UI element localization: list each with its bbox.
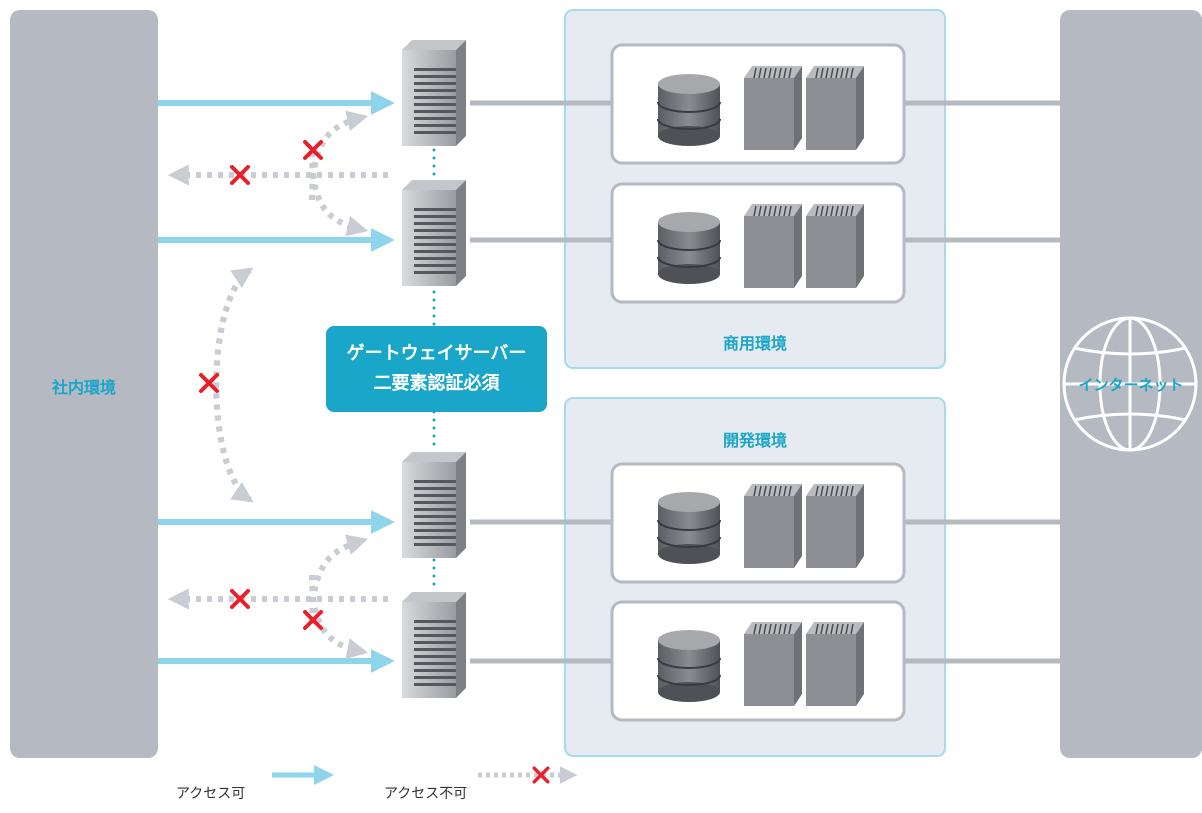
connection-lines [470,100,1060,664]
internal-env-panel [10,10,158,758]
gateway-server-icon [402,452,466,558]
database-icon [657,211,721,285]
access-denied-arrows [167,110,388,659]
gateway-server-icon [402,40,466,146]
database-icon [657,491,721,565]
legend-denied-label: アクセス不可 [384,786,468,802]
gateway-server-icon [402,592,466,698]
gateway-title: ゲートウェイサーバー [346,343,527,364]
gateway-server-callout: ゲートウェイサーバー 二要素認証必須 [326,326,547,412]
deny-mark-icon [230,165,250,185]
gateway-requirement: 二要素認証必須 [373,373,500,394]
internet-label: インターネット [1078,376,1184,394]
database-icon [657,629,721,703]
access-allowed-arrows [158,91,395,673]
production-env-label: 商用環境 [722,334,787,353]
development-env-label: 開発環境 [722,431,787,450]
legend-allowed-label: アクセス可 [176,786,246,802]
deny-mark-icon [230,589,250,609]
gateway-server-icon [402,180,466,286]
internal-env-label: 社内環境 [51,378,116,397]
database-icon [657,73,721,147]
globe-icon [1062,316,1198,452]
